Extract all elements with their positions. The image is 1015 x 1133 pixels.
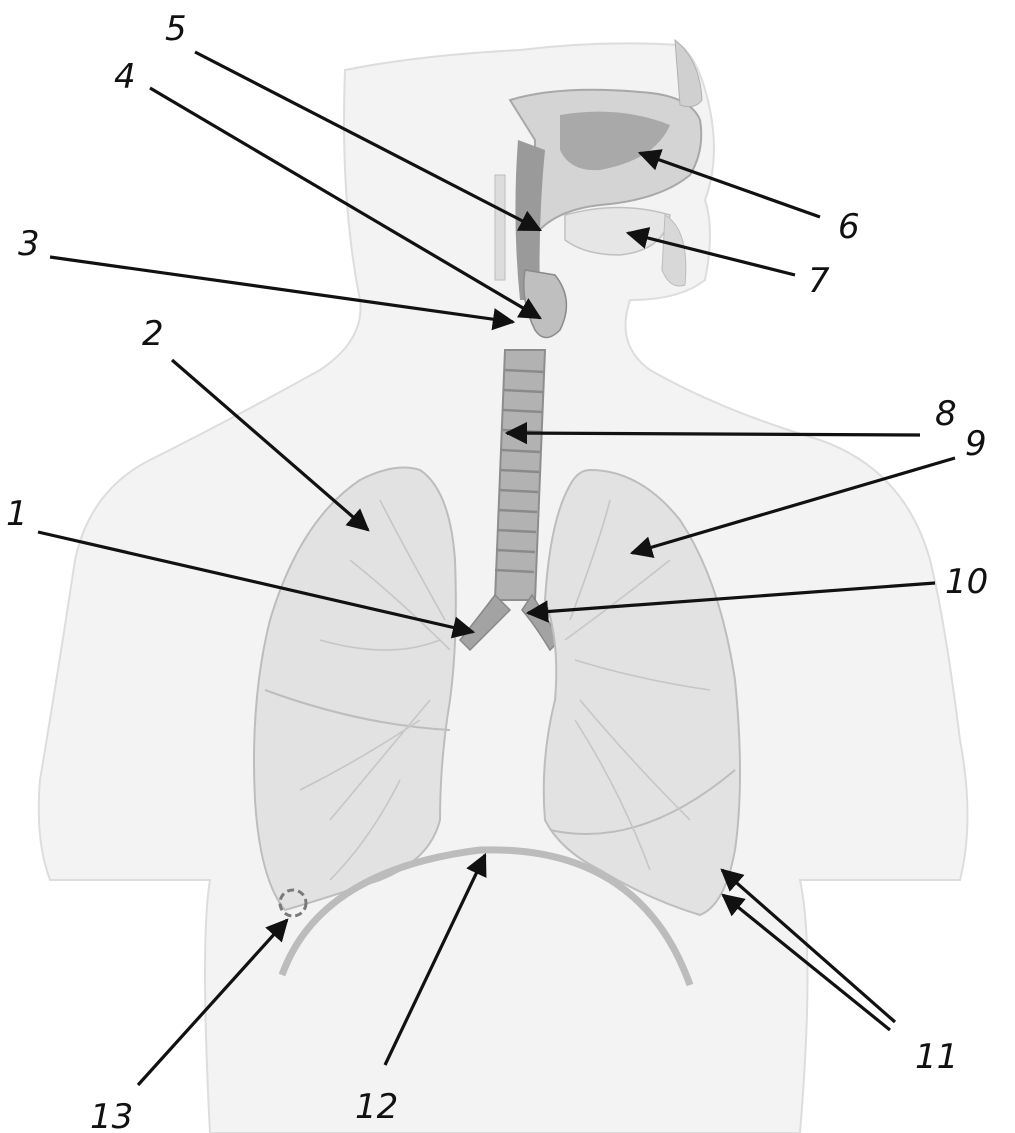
leader-line-8 xyxy=(507,433,920,435)
label-10: 10 xyxy=(945,562,988,602)
label-6: 6 xyxy=(838,207,860,247)
label-2: 2 xyxy=(142,314,164,354)
label-9: 9 xyxy=(965,424,987,464)
label-5: 5 xyxy=(165,9,187,49)
label-1: 1 xyxy=(6,494,28,534)
label-4: 4 xyxy=(114,57,136,97)
label-7: 7 xyxy=(808,261,830,301)
label-3: 3 xyxy=(18,224,40,264)
label-13: 13 xyxy=(90,1097,133,1133)
label-11: 11 xyxy=(915,1037,958,1077)
label-8: 8 xyxy=(935,394,957,434)
label-12: 12 xyxy=(355,1087,398,1127)
